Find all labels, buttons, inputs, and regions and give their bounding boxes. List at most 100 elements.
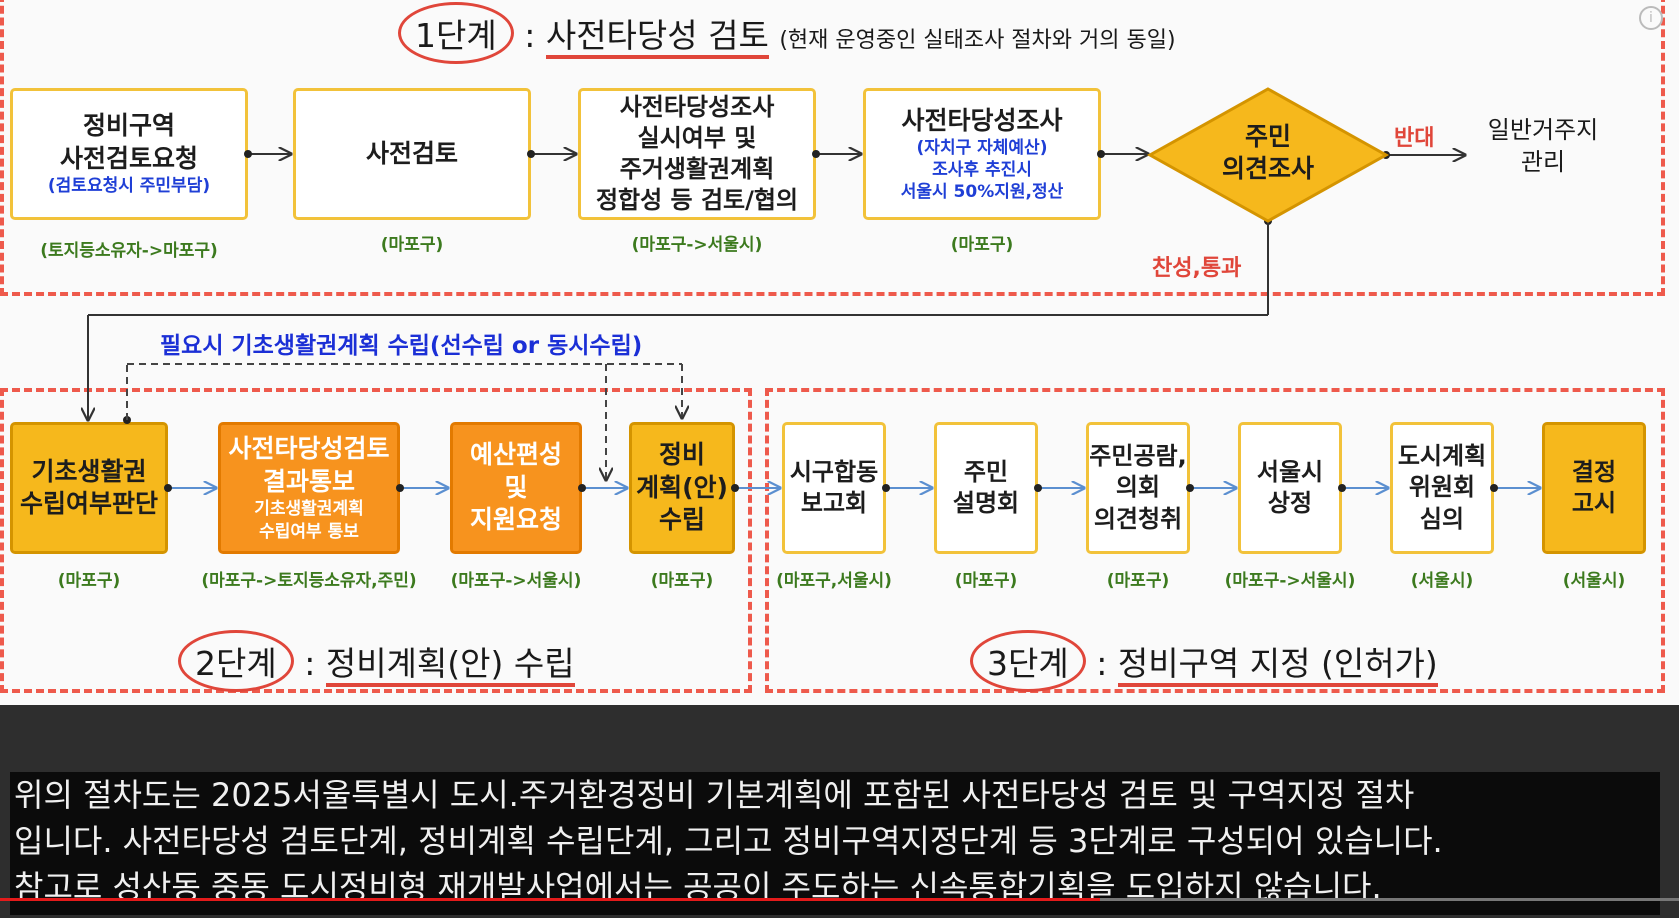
stage3-number: 3단계: [970, 630, 1086, 692]
stage3-title: 정비구역 지정 (인허가): [1117, 644, 1438, 687]
row1-step-1-text: 사전검토요청: [59, 143, 198, 173]
oppose-label: 반대: [1394, 126, 1435, 151]
row3-step-5-text: 심의: [1419, 504, 1465, 533]
row2-step-1-actor: (마포구): [57, 571, 121, 591]
stage3-frame: [765, 388, 1665, 693]
row1-step-3-text: 사전타당성조사: [619, 92, 775, 121]
row3-step-2-text: 주민: [963, 457, 1009, 486]
row3-step-5-actor: (서울시): [1410, 571, 1474, 591]
subtitle-line-2: 입니다. 사전타당성 검토단계, 정비계획 수립단계, 그리고 정비구역지정단계…: [14, 822, 1443, 860]
row3-step-3-text: 의회: [1115, 473, 1161, 502]
row3-step-3-actor: (마포구): [1106, 571, 1170, 591]
row2-arrow-start-2: [396, 484, 404, 492]
stage2-number: 2단계: [178, 630, 294, 692]
row3-step-2-text: 설명회: [952, 489, 1020, 517]
info-icon[interactable]: i: [1639, 6, 1663, 30]
subtitle-line-1: 위의 절차도는 2025서울특별시 도시.주거환경정비 기본계획에 포함된 사전…: [14, 776, 1415, 814]
row1-arrow-start-2: [527, 150, 535, 158]
row3-step-5-text: 위원회: [1408, 473, 1476, 502]
row1-arrow-start-4: [1097, 150, 1105, 158]
flow-connectors: 주민 의견조사: [0, 87, 1679, 705]
stage1-number: 1단계: [398, 2, 514, 64]
video-progress-played[interactable]: [0, 898, 1100, 901]
row1-arrow-start-3: [812, 150, 820, 158]
row2-step-3-text: 및: [504, 472, 528, 502]
row3-step-4-text: 서울시: [1256, 457, 1324, 486]
row2-step-2-text: 사전타당성검토: [228, 434, 390, 464]
optional-plan-note: 필요시 기초생활권계획 수립(선수립 or 동시수립): [160, 333, 643, 359]
row1-step-4-note: (자치구 자체예산): [916, 138, 1048, 159]
decision-label-line2: 의견조사: [1222, 154, 1314, 183]
row3-step-6-text: 고시: [1571, 489, 1617, 517]
row3-step-4-text: 상정: [1267, 489, 1313, 517]
video-progress-remaining[interactable]: [1100, 898, 1679, 901]
stage2-frame: [0, 388, 752, 693]
row3-arrow-start-4: [1338, 484, 1346, 492]
row2-step-1-text: 기초생활권: [31, 456, 147, 486]
row1-arrow-start-1: [244, 150, 252, 158]
row2-arrow-start-3: [578, 484, 586, 492]
connector-lines: [88, 150, 1540, 492]
stage1-note: (현재 운영중인 실태조사 절차와 거의 동일): [779, 28, 1176, 53]
row1-step-4-actor: (마포구): [950, 235, 1014, 255]
stage1-heading: 1단계 : 사전타당성 검토 (현재 운영중인 실태조사 절차와 거의 동일): [398, 2, 1176, 64]
row2-step-2-text: 결과통보: [262, 466, 355, 496]
row2-step-4-actor: (마포구): [650, 571, 714, 591]
stage1-frame: [0, 0, 1665, 296]
oppose-result-line1: 일반거주지: [1487, 116, 1599, 144]
row3-arrow-start-1: [882, 484, 890, 492]
row1-step-1-text: 정비구역: [82, 111, 175, 141]
decision-diamond: [1146, 87, 1390, 223]
stage3-heading: 3단계 : 정비구역 지정 (인허가): [970, 630, 1438, 692]
stage2-to-stage3-start: [731, 484, 739, 492]
row2-step-3-text: 지원요청: [469, 505, 562, 535]
row3-step-1-text: 보고회: [800, 489, 868, 517]
row1-step-1-note: (검토요청시 주민부담): [47, 176, 211, 197]
decision-label-line1: 주민: [1245, 122, 1291, 151]
row3-step-4-actor: (마포구->서울시): [1224, 571, 1356, 591]
row3-step-6-actor: (서울시): [1562, 571, 1626, 591]
subtitle-panel: 위의 절차도는 2025서울특별시 도시.주거환경정비 기본계획에 포함된 사전…: [10, 772, 1660, 915]
row1-step-2-actor: (마포구): [380, 235, 444, 255]
row3-arrow-start-3: [1186, 484, 1194, 492]
row3-step-5-text: 도시계획: [1397, 442, 1487, 471]
row3-step-3-text: 의견청취: [1093, 504, 1183, 533]
row2-step-1-text: 수립여부판단: [19, 489, 158, 518]
row2-arrow-start-1: [164, 484, 172, 492]
row2-step-4-text: 수립: [658, 505, 705, 535]
row3-step-2-actor: (마포구): [954, 571, 1018, 591]
row2-step-4-text: 계획(안): [636, 472, 728, 502]
row2-step-2-note: 수립여부 통보: [259, 521, 359, 542]
approve-label: 찬성,통과: [1152, 256, 1242, 281]
row2-step-2-actor: (마포구->토지등소유자,주민): [201, 571, 417, 591]
row1-step-3-text: 실시여부 및: [637, 123, 757, 152]
oppose-result-line2: 관리: [1520, 148, 1566, 177]
row1-step-3-text: 정합성 등 검토/협의: [595, 186, 799, 215]
row3-step-1-text: 시구합동: [789, 457, 879, 486]
stage2-heading: 2단계 : 정비계획(안) 수립: [178, 630, 575, 692]
row2-step-3-text: 예산편성: [469, 440, 562, 470]
row1-step-4-note: 서울시 50%지원,정산: [900, 182, 1064, 203]
row2-step-3-actor: (마포구->서울시): [450, 571, 582, 591]
subtitle-line-3: 참고로 성산동 중동 도시정비형 재개발사업에서는 공공이 주도하는 신속통합기…: [14, 868, 1382, 906]
row3-arrow-start-2: [1034, 484, 1042, 492]
row3-step-3-text: 주민공람,: [1089, 442, 1187, 471]
row1-step-3-text: 주거생활권계획: [619, 155, 775, 183]
row2-step-2-note: 기초생활권계획: [254, 499, 364, 520]
row3-step-6-text: 결정: [1571, 457, 1617, 486]
row1-step-4-text: 사전타당성조사: [901, 105, 1063, 135]
row1-step-1-actor: (토지등소유자->마포구): [40, 241, 218, 261]
